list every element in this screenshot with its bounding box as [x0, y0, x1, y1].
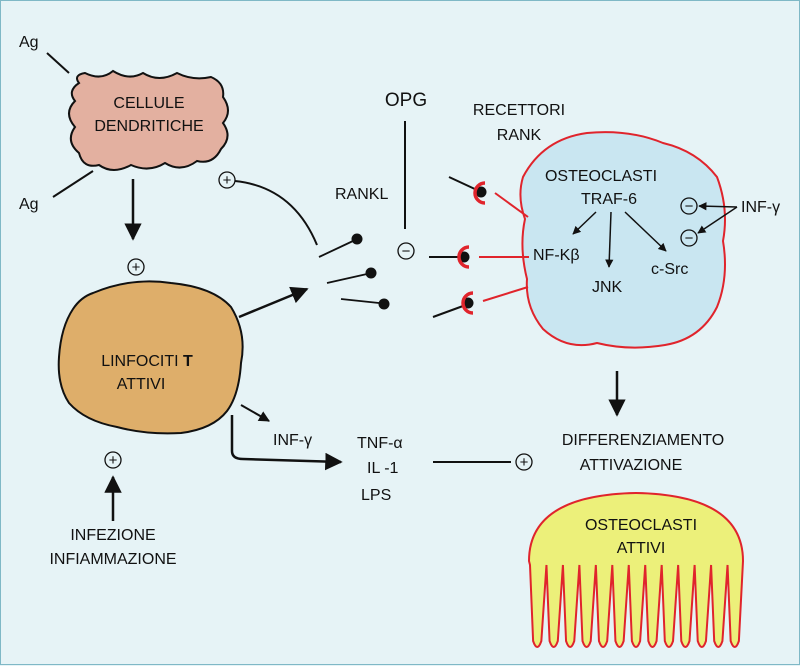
lymphocyte-to-rankl-arrow — [238, 286, 309, 319]
il1-label: IL -1 — [367, 460, 399, 477]
svg-text:+: + — [223, 172, 232, 189]
active-t-lymphocytes-shape — [57, 280, 244, 435]
dendritic-cells-label-1: CELLULE — [113, 95, 184, 112]
traf6-to-jnk-arrow — [605, 211, 614, 268]
rank-receptors-label-1: RECETTORI — [473, 102, 565, 119]
ag-bottom-connector — [52, 170, 94, 198]
opg-label: OPG — [385, 90, 427, 111]
inf-gamma-right-label: INF-γ — [741, 199, 780, 216]
svg-text:−: − — [685, 198, 694, 215]
active-t-lymphocytes-label-1: LINFOCITI T — [101, 353, 193, 370]
lymphocyte-to-cytokines-arrow — [230, 415, 343, 471]
tnf-alpha-label: TNF-α — [357, 435, 403, 452]
traf6-to-nfkb-arrow — [572, 211, 597, 235]
ag-top-connector — [46, 52, 70, 74]
infgamma-inhibit-arrow-2 — [697, 206, 738, 234]
svg-text:+: + — [520, 454, 529, 471]
ag-bottom-label: Ag — [19, 196, 39, 213]
active-osteoclasts-label-2: ATTIVI — [617, 540, 666, 557]
dendritic-cells-shape — [68, 69, 229, 171]
plus-sign-cytokines: + — [515, 453, 533, 471]
jnk-label: JNK — [592, 279, 623, 296]
infection-label-1: INFEZIONE — [70, 527, 155, 544]
svg-text:+: + — [132, 259, 141, 276]
differentiation-label-1: DIFFERENZIAMENTO — [562, 432, 724, 449]
infection-label-2: INFIAMMAZIONE — [49, 551, 176, 568]
active-osteoclasts-label-1: OSTEOCLASTI — [585, 517, 697, 534]
svg-text:−: − — [685, 230, 694, 247]
osteoclast-cell-shape — [519, 131, 726, 349]
lps-label: LPS — [361, 487, 391, 504]
traf6-label: TRAF-6 — [581, 191, 637, 208]
svg-text:+: + — [109, 452, 118, 469]
rank-receptor — [429, 245, 529, 269]
rank-receptor — [432, 286, 529, 318]
svg-text:−: − — [402, 243, 411, 260]
infgamma-inhibit-arrow-1 — [698, 202, 738, 211]
osteoclast-title: OSTEOCLASTI — [545, 168, 657, 185]
dendritic-to-rankl-curve — [234, 180, 318, 246]
plus-sign-infection: + — [104, 451, 122, 469]
active-t-lymphocytes-label-2: ATTIVI — [117, 376, 166, 393]
plus-sign-dendritic: + — [127, 258, 145, 276]
lymphocyte-to-infgamma-arrow — [240, 404, 270, 422]
rank-receptor — [448, 176, 529, 218]
differentiation-label-2: ATTIVAZIONE — [580, 457, 683, 474]
plus-sign-dendritic-curve: + — [218, 171, 236, 189]
ag-top-label: Ag — [19, 34, 39, 51]
nfkb-label: NF-Kβ — [533, 247, 580, 264]
rankl-ligand — [318, 233, 390, 310]
csrc-label: c-Src — [651, 261, 688, 278]
minus-sign-opg: − — [397, 242, 415, 260]
traf6-to-csrc-arrow — [624, 211, 667, 252]
minus-sign-infgamma-1: − — [680, 197, 698, 215]
inf-gamma-left-label: INF-γ — [273, 432, 312, 449]
minus-sign-infgamma-2: − — [680, 229, 698, 247]
active-osteoclasts-shape — [527, 491, 745, 648]
rank-receptors-label-2: RANK — [497, 127, 542, 144]
rankl-label: RANKL — [335, 186, 388, 203]
dendritic-cells-label-2: DENDRITICHE — [94, 118, 203, 135]
